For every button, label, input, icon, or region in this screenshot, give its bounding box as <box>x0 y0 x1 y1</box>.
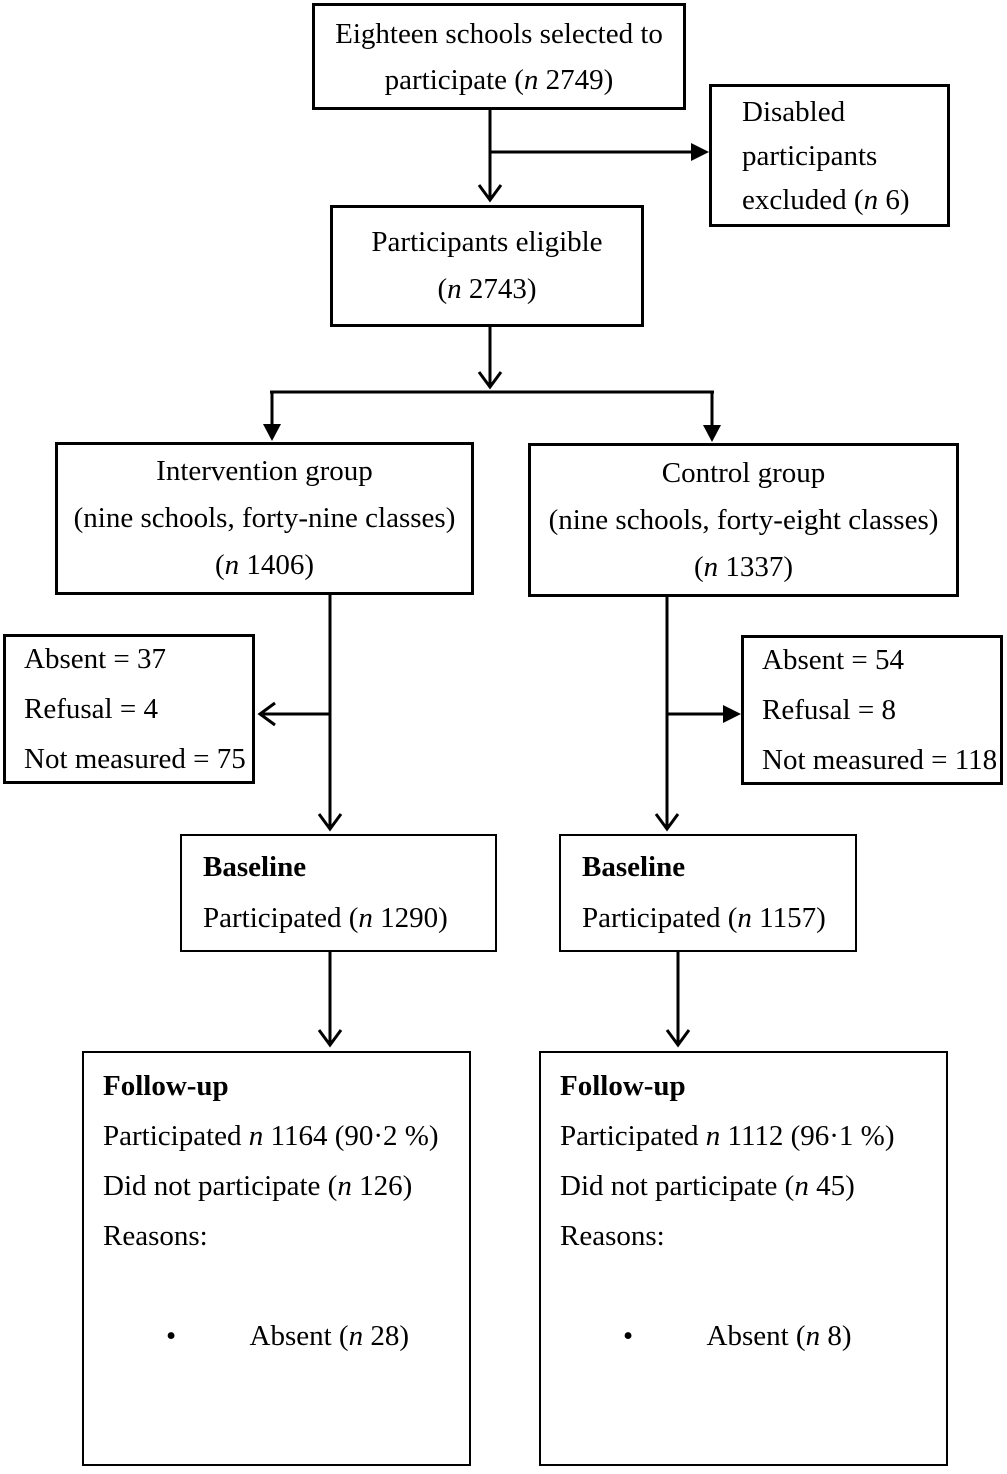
text-line: (n 1406) <box>214 549 315 581</box>
text-line: (nine schools, forty-eight classes) <box>548 503 939 536</box>
bullet-list-item: • Absent (n 8) <box>560 1261 940 1411</box>
bullet-icon: • <box>623 1320 634 1352</box>
text-line: (nine schools, forty-nine classes) <box>73 502 456 534</box>
arrow-selected-to-eligible <box>477 110 503 203</box>
arrow-intervention-to-baseline <box>317 595 343 832</box>
arrow-control-baseline-to-followup <box>665 952 691 1048</box>
box-intervention-baseline: Baseline Participated (n 1290) <box>180 834 497 952</box>
text-line: participate (n 2749) <box>384 63 614 96</box>
box-intervention-missing: Absent = 37 Refusal = 4 Not measured = 7… <box>3 634 255 784</box>
bullet-text: Absent (n 28) <box>249 1320 410 1352</box>
bullet-icon: • <box>166 1461 176 1474</box>
text-line: Refusal = 8 <box>762 694 896 726</box>
text-line: participants <box>742 139 878 172</box>
text-line: Disabled <box>742 95 846 128</box>
text-line: Follow-up <box>560 1070 686 1102</box>
box-control-group: Control group (nine schools, forty-eight… <box>528 443 959 597</box>
text-line: Intervention group <box>156 455 373 487</box>
text-line: Participated (n 1290) <box>203 902 448 934</box>
text-line: Refusal = 4 <box>24 693 158 725</box>
text-line: Reasons: <box>560 1220 665 1252</box>
text-line: Eighteen schools selected to <box>335 17 663 50</box>
bullet-list-item: • Refusal (n 9) <box>560 1411 940 1474</box>
box-intervention-followup: Follow-up Participated n 1164 (90·2 %) D… <box>82 1051 471 1474</box>
text-line: Did not participate (n 126) <box>103 1170 413 1202</box>
bullet-list-item: • Refusal (n 6) <box>103 1411 463 1474</box>
text-line: (n 1337) <box>693 550 794 583</box>
box-intervention-group: Intervention group (nine schools, forty-… <box>55 442 474 595</box>
box-control-followup: Follow-up Participated n 1112 (96·1 %) D… <box>539 1051 948 1474</box>
bullet-icon: • <box>166 1320 177 1352</box>
text-line: Participants eligible <box>371 226 603 258</box>
text-line: Control group <box>661 456 826 489</box>
box-disabled-excluded: Disabled participants excluded (n 6) <box>709 84 950 227</box>
text-line: Participated n 1112 (96·1 %) <box>560 1120 895 1152</box>
text-line: Baseline <box>582 851 686 883</box>
bullet-text: Absent (n 8) <box>706 1320 852 1352</box>
split-bar <box>263 390 721 442</box>
text-line: Baseline <box>203 851 307 883</box>
text-line: Follow-up <box>103 1070 229 1102</box>
bullet-icon: • <box>623 1461 633 1474</box>
arrow-eligible-to-split <box>477 327 503 390</box>
text-line: Not measured = 75 <box>24 743 246 775</box>
box-participants-eligible: Participants eligible (n 2743) <box>330 205 644 327</box>
box-control-missing: Absent = 54 Refusal = 8 Not measured = 1… <box>741 635 1003 785</box>
arrow-intervention-baseline-to-followup <box>317 952 343 1048</box>
text-line: Participated n 1164 (90·2 %) <box>103 1120 439 1152</box>
text-line: (n 2743) <box>437 273 537 305</box>
bullet-list-item: • Absent (n 28) <box>103 1261 463 1411</box>
box-schools-selected: Eighteen schools selected to participate… <box>312 3 686 110</box>
text-line: excluded (n 6) <box>742 183 910 216</box>
box-control-baseline: Baseline Participated (n 1157) <box>559 834 857 952</box>
arrow-intervention-to-missing <box>257 701 330 727</box>
text-line: Absent = 54 <box>762 644 905 676</box>
bullet-text: Refusal (n 6) <box>250 1470 401 1474</box>
text-line: Reasons: <box>103 1220 208 1252</box>
bullet-text: Refusal (n 9) <box>707 1470 858 1474</box>
arrow-selected-to-excluded <box>490 143 709 161</box>
text-line: Did not participate (n 45) <box>560 1170 855 1202</box>
text-line: Absent = 37 <box>24 643 167 675</box>
arrow-control-to-missing <box>667 705 741 723</box>
text-line: Not measured = 118 <box>762 744 998 776</box>
text-line: Participated (n 1157) <box>582 902 826 934</box>
